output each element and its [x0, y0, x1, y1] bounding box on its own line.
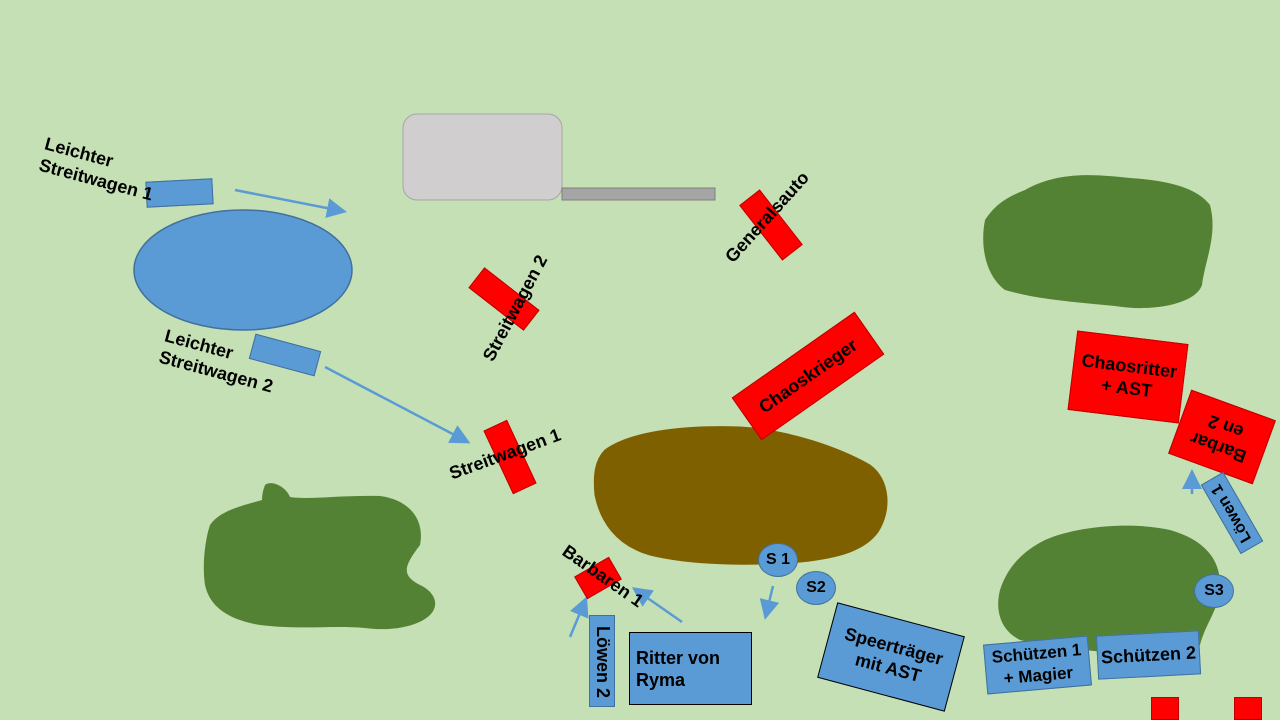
arrow-loewen-2	[568, 596, 589, 638]
schuetzen-1-label: Schützen 1 + Magier	[990, 640, 1083, 688]
chaosritter-token[interactable]: Chaosritter + AST	[1067, 330, 1189, 424]
grey-building	[402, 113, 563, 201]
s2-marker[interactable]: S2	[796, 571, 836, 605]
loewen-2-label: Löwen 2	[593, 625, 613, 698]
s1-marker[interactable]: S 1	[758, 543, 798, 577]
forest-bottom-right	[998, 525, 1221, 658]
chaosritter-label: Chaosritter + AST	[1080, 350, 1179, 401]
grey-wall	[561, 187, 716, 201]
forest-bottom-left	[203, 483, 436, 630]
s3-marker[interactable]: S3	[1194, 574, 1234, 608]
schuetzen-2-token[interactable]: Schützen 2	[1095, 630, 1202, 680]
arrow-ritter	[631, 587, 683, 624]
arrow-s1	[759, 585, 780, 620]
forest-top-right	[983, 175, 1213, 309]
schuetzen-1-token[interactable]: Schützen 1 + Magier	[983, 635, 1092, 695]
arrow-leichter-1	[234, 188, 347, 218]
ritter-von-ryma-label: Ritter von Ryma	[636, 647, 721, 690]
loewen-2-token[interactable]: Löwen 2	[589, 615, 615, 707]
lake	[133, 209, 353, 331]
red-marker-1[interactable]	[1151, 697, 1179, 720]
arrow-leichter-2	[324, 365, 471, 444]
red-marker-2[interactable]	[1234, 697, 1262, 720]
schuetzen-2-label: Schützen 2	[1100, 642, 1197, 668]
ritter-von-ryma-token[interactable]: Ritter von Ryma	[629, 632, 752, 705]
hill	[593, 426, 888, 565]
